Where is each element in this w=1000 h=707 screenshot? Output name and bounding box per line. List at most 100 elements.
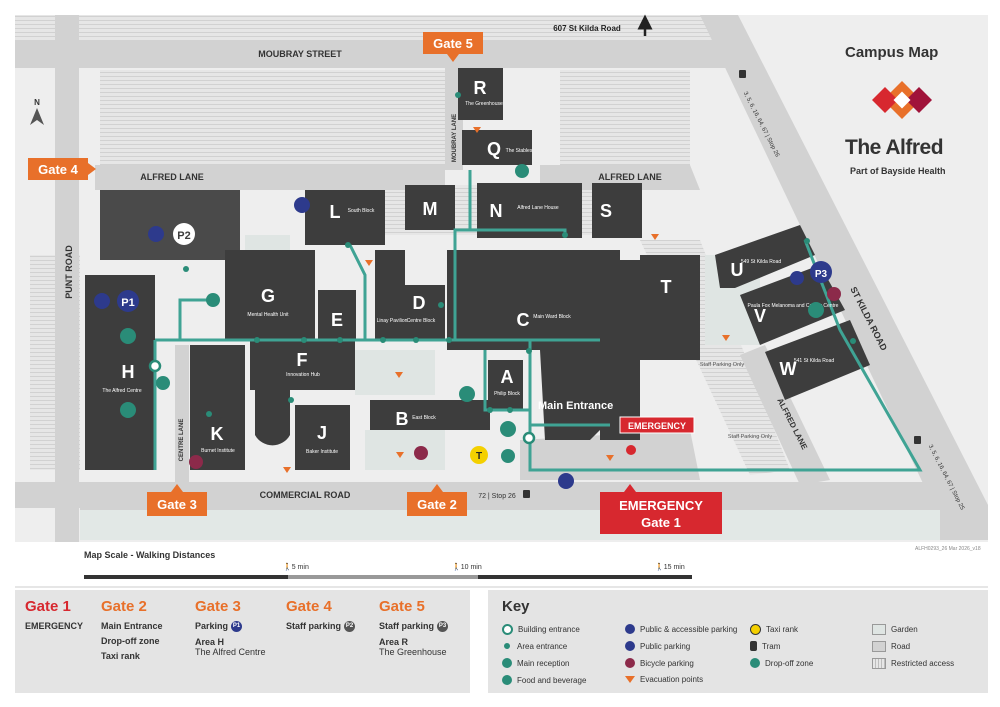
area-entrance-marker[interactable]	[446, 337, 452, 343]
info-icon	[120, 328, 136, 344]
area-entrance-marker[interactable]	[301, 337, 307, 343]
parking-p1-label: P1	[121, 297, 134, 309]
brand-name: The Alfred	[845, 136, 944, 159]
gate-legend-line: The Greenhouse	[379, 647, 447, 658]
area-entrance-marker[interactable]	[455, 92, 461, 98]
building-name-B: East Block	[412, 415, 436, 421]
building-K	[190, 345, 245, 470]
building-name-V: Paula Fox Melanoma and Cancer Centre	[748, 303, 839, 309]
building-letter-W: W	[780, 359, 797, 379]
building-letter-U: U	[731, 260, 744, 280]
building-letter-R: R	[474, 78, 487, 98]
area-entrance-marker[interactable]	[183, 266, 189, 272]
garden-area	[355, 350, 435, 395]
info-icon	[500, 421, 516, 437]
key-item-label: Public parking	[640, 641, 691, 651]
scale-label-15-text: 15 min	[663, 564, 685, 571]
st-kilda-road	[700, 15, 988, 540]
area-entrance-marker[interactable]	[345, 242, 351, 248]
building-J	[295, 405, 350, 470]
building-entrance-marker[interactable]	[148, 359, 162, 373]
building-name-F: Innovation Hub	[286, 372, 320, 378]
street-label-moubray-street: MOUBRAY STREET	[258, 49, 342, 59]
parking-icon	[117, 290, 139, 312]
key-item: Main reception	[502, 658, 569, 668]
gate-1-emergency-sign[interactable]: EMERGENCY Gate 1	[600, 484, 722, 534]
building-letter-L: L	[330, 202, 341, 222]
street-label-moubray-lane: MOUBRAY LANE	[452, 114, 458, 162]
document-code: ALFH0293_26 Mar 2026_v18	[915, 546, 981, 552]
parking-badge-icon: P3	[437, 621, 449, 633]
taxi-rank-label: T	[476, 451, 482, 462]
info-icon	[502, 658, 512, 668]
area-entrance-icon	[504, 643, 510, 649]
building-letter-B: B	[396, 409, 409, 429]
parking-p1[interactable]: P1	[94, 290, 139, 312]
area-entrance-marker[interactable]	[288, 397, 294, 403]
building-letter-A: A	[501, 367, 514, 387]
building-W	[765, 320, 870, 400]
restricted-area	[560, 70, 690, 165]
gate-5-sign[interactable]: Gate 5	[423, 32, 483, 62]
walking-icon: 🚶	[655, 564, 664, 571]
gate-3-sign[interactable]: Gate 3	[147, 484, 207, 516]
campus-map-title: Campus Map	[845, 44, 939, 61]
parking-icon	[173, 223, 195, 245]
scale-bar-segment	[288, 575, 478, 579]
gate-legend-line: Taxi rank	[101, 651, 140, 661]
accessible-parking-icon	[294, 197, 310, 213]
parking-p3[interactable]: P3	[790, 261, 832, 285]
area-entrance-marker[interactable]	[206, 411, 212, 417]
key-item-label: Evacuation points	[640, 675, 704, 684]
building-letter-K: K	[211, 424, 224, 444]
area-entrance-marker[interactable]	[337, 337, 343, 343]
bicycle-icon	[414, 446, 428, 460]
building-S	[592, 183, 642, 238]
parking-badge-icon: P1	[231, 621, 243, 633]
building-name-J: Baker Institute	[306, 449, 338, 455]
building-A	[488, 360, 523, 410]
area-entrance-marker[interactable]	[526, 348, 532, 354]
building-entrance-marker[interactable]	[522, 431, 536, 445]
gate-legend-line: Area R	[379, 637, 409, 648]
gate-legend-title: Gate 3	[195, 598, 241, 615]
area-entrance-marker[interactable]	[438, 302, 444, 308]
evacuation-icon	[651, 234, 659, 240]
garden-area	[80, 510, 940, 540]
walking-paths	[153, 170, 923, 472]
area-entrance-marker[interactable]	[254, 337, 260, 343]
building-name-K: Burnet Institute	[201, 448, 235, 454]
area-entrance-marker[interactable]	[413, 337, 419, 343]
main-entrance-label: Main Entrance	[538, 400, 613, 412]
parking-p2[interactable]: P2	[148, 223, 195, 245]
building-letter-C: C	[517, 310, 530, 330]
building-F-curve	[255, 390, 290, 446]
area-entrance-marker[interactable]	[380, 337, 386, 343]
area-entrance-marker[interactable]	[487, 407, 493, 413]
gate-2-sign[interactable]: Gate 2	[407, 484, 467, 516]
gate-4-sign[interactable]: Gate 4	[28, 158, 96, 180]
building-name-U: 549 St Kilda Road	[741, 259, 782, 265]
building-R	[458, 68, 503, 120]
gate-legend-line: The Alfred Centre	[195, 647, 266, 658]
emergency-entrance-marker[interactable]	[626, 445, 636, 455]
gate-legend-line: Main Entrance	[101, 621, 163, 631]
restricted-swatch	[872, 658, 886, 669]
area-entrance-marker[interactable]	[562, 232, 568, 238]
building-name-A: Philip Block	[494, 391, 520, 397]
key-item-label: Tram	[762, 641, 781, 651]
building-P2-carpark	[100, 190, 240, 260]
area-entrance-marker[interactable]	[804, 238, 810, 244]
area-entrance-marker[interactable]	[850, 338, 856, 344]
scale-title: Map Scale - Walking Distances	[84, 550, 216, 560]
taxi-rank-marker[interactable]: T	[470, 446, 488, 464]
area-entrance-marker[interactable]	[507, 407, 513, 413]
gate-legend-line: Drop-off zone	[101, 636, 160, 646]
building-V	[740, 265, 845, 345]
building-letter-N: N	[490, 201, 503, 221]
